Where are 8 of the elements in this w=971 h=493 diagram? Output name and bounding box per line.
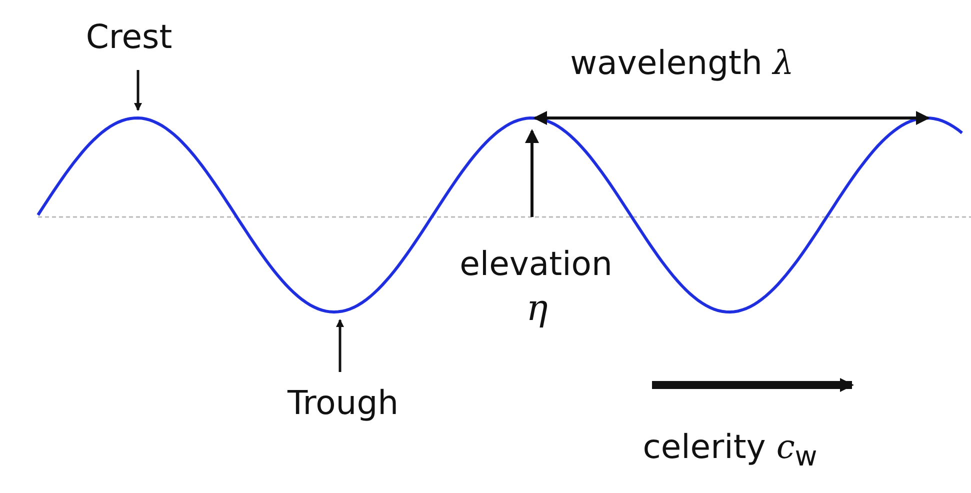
annotation-label: elevation <box>460 245 612 283</box>
callout-label: Trough <box>287 384 399 422</box>
annotation-label: wavelength λ <box>570 44 794 82</box>
annotation-label: celerity c$_{w}$ <box>642 428 818 474</box>
leader-line <box>134 70 142 111</box>
leader-line <box>336 319 344 372</box>
annotation-label: η <box>526 288 548 330</box>
callout-label: Crest <box>86 18 172 56</box>
